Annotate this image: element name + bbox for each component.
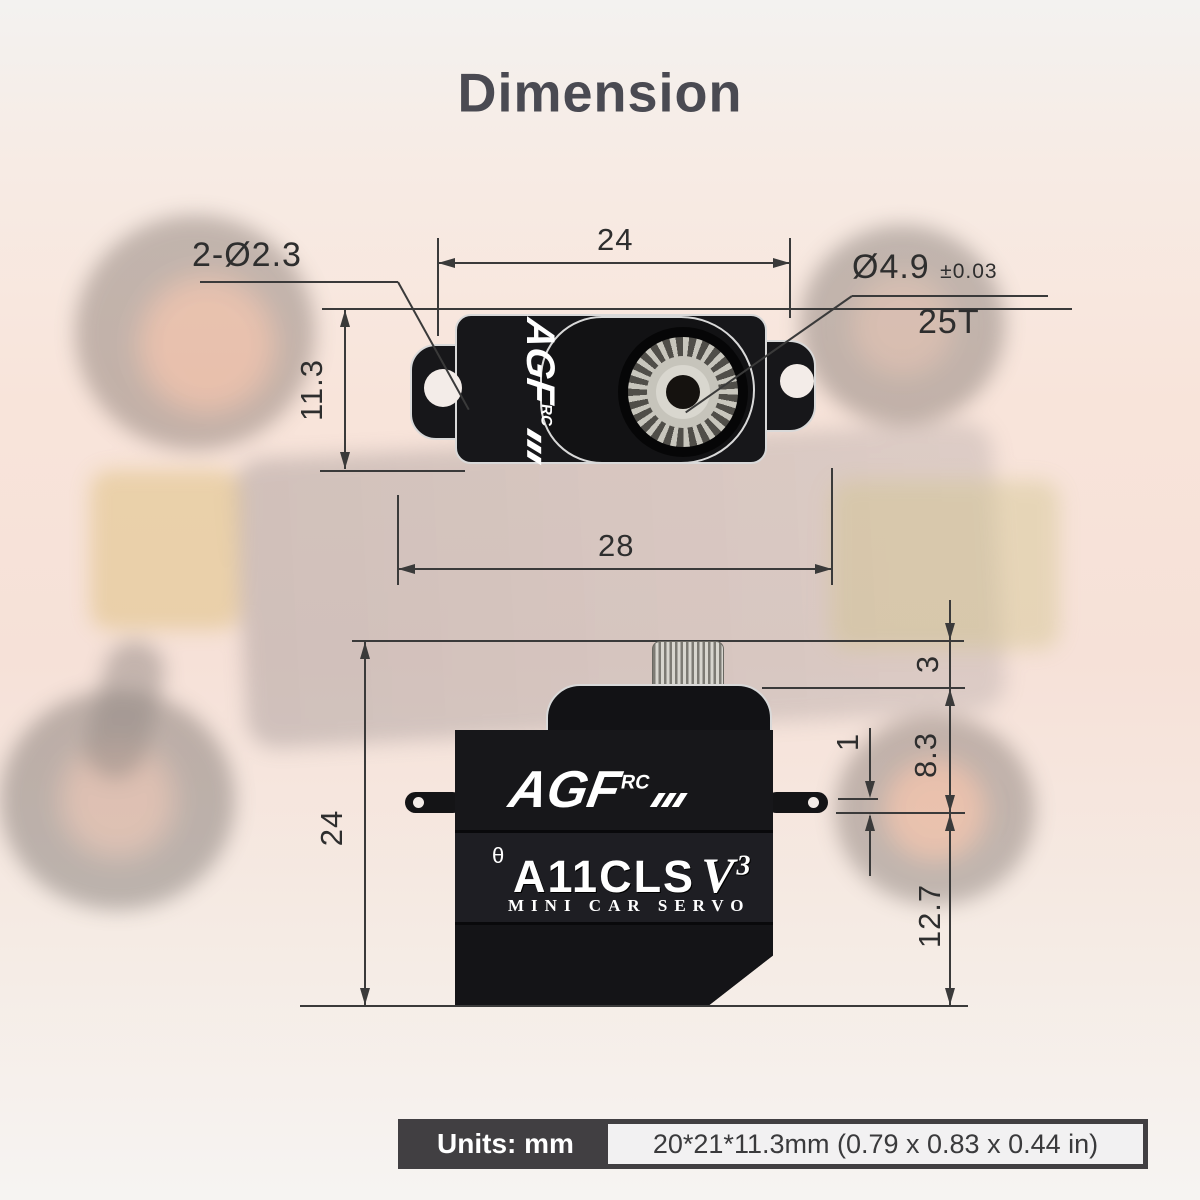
units-label: Units: mm xyxy=(403,1124,608,1164)
dim-label-28: 28 xyxy=(598,528,635,563)
servo-body-upper-case xyxy=(455,730,773,833)
background-wheel xyxy=(800,225,1005,425)
extension-line xyxy=(836,812,965,814)
theta-badge: θ xyxy=(492,843,505,868)
dim-label-8-3: 8.3 xyxy=(908,731,943,779)
background-gold-part xyxy=(90,470,240,630)
arrowhead xyxy=(945,988,955,1005)
extension-line xyxy=(838,798,878,800)
dim-label-spline: Ø4.9 ±0.03 xyxy=(852,248,998,287)
extension-line xyxy=(322,308,1072,310)
dim-label-25t: 25T xyxy=(918,303,980,341)
arrowhead xyxy=(945,623,955,640)
dimension-line-1 xyxy=(869,728,871,794)
dim-label-1: 1 xyxy=(830,732,865,752)
leader-underline xyxy=(200,281,398,283)
agf-logo-rc: RC xyxy=(619,771,652,794)
servo-spline-shaft xyxy=(652,641,724,687)
arrowhead xyxy=(340,310,350,327)
dim-label-24-top: 24 xyxy=(597,222,634,257)
dim-label-24-side: 24 xyxy=(314,809,349,847)
background-wheel xyxy=(75,215,315,450)
background-wheel xyxy=(0,690,235,910)
background-wheel xyxy=(835,715,1035,905)
servo-right-tab-hole xyxy=(808,797,819,808)
servo-top-cap xyxy=(546,684,772,736)
arrowhead xyxy=(340,452,350,469)
extension-line xyxy=(320,470,465,472)
arrowhead xyxy=(945,795,955,812)
mounting-hole-right xyxy=(780,364,814,398)
size-text: 20*21*11.3mm (0.79 x 0.83 x 0.44 in) xyxy=(652,1128,1099,1159)
dimension-line-1 xyxy=(869,816,871,876)
arrowhead xyxy=(815,564,832,574)
servo-left-tab-hole xyxy=(413,797,424,808)
dim-label-holes: 2-Ø2.3 xyxy=(192,236,302,274)
extension-line xyxy=(789,238,791,318)
page-title: Dimension xyxy=(457,62,743,124)
footer-bar: Units: mm 20*21*11.3mm (0.79 x 0.83 x 0.… xyxy=(398,1119,1148,1169)
extension-line xyxy=(762,687,965,689)
arrowhead xyxy=(360,988,370,1005)
agf-logo-text: AGF xyxy=(518,315,563,407)
arrowhead xyxy=(945,689,955,706)
model-subtitle: MINI CAR SERVO xyxy=(508,896,751,915)
spline-tolerance: ±0.03 xyxy=(940,260,998,283)
extension-line xyxy=(300,1005,968,1007)
arrowhead xyxy=(865,781,875,798)
version-text: V3 xyxy=(701,847,753,903)
background-yellow-frame xyxy=(830,480,1060,650)
output-gear-hole xyxy=(666,375,700,409)
arrowhead xyxy=(360,642,370,659)
arrowhead xyxy=(773,258,790,268)
agf-logo-slashes xyxy=(517,426,562,466)
model-text: A11CLS xyxy=(513,851,696,902)
dim-label-3: 3 xyxy=(910,654,945,674)
dim-label-12-7: 12.7 xyxy=(912,883,947,949)
servo-body-label-band xyxy=(455,833,773,925)
arrowhead xyxy=(865,814,875,831)
dimension-line-24-side xyxy=(364,641,366,1005)
agf-logo-text: AGF xyxy=(504,761,625,819)
dimension-line-24-top xyxy=(438,262,790,264)
spline-diameter: Ø4.9 xyxy=(852,248,930,286)
arrowhead xyxy=(398,564,415,574)
servo-side-body xyxy=(455,730,773,1005)
dim-label-11-3: 11.3 xyxy=(294,358,329,422)
extension-line xyxy=(397,495,399,585)
dimension-line-11-3 xyxy=(344,309,346,469)
dimension-line-28 xyxy=(398,568,832,570)
agf-logo-top-view: AGFRC xyxy=(517,316,562,466)
extension-line xyxy=(437,238,439,336)
agf-logo-side-view: AGFRC xyxy=(505,760,691,820)
agf-logo-rc: RC xyxy=(537,402,555,428)
extension-line xyxy=(831,468,833,585)
servo-body-lower-case xyxy=(455,925,773,1005)
arrowhead xyxy=(945,814,955,831)
leader-underline xyxy=(852,295,1048,297)
arrowhead xyxy=(438,258,455,268)
